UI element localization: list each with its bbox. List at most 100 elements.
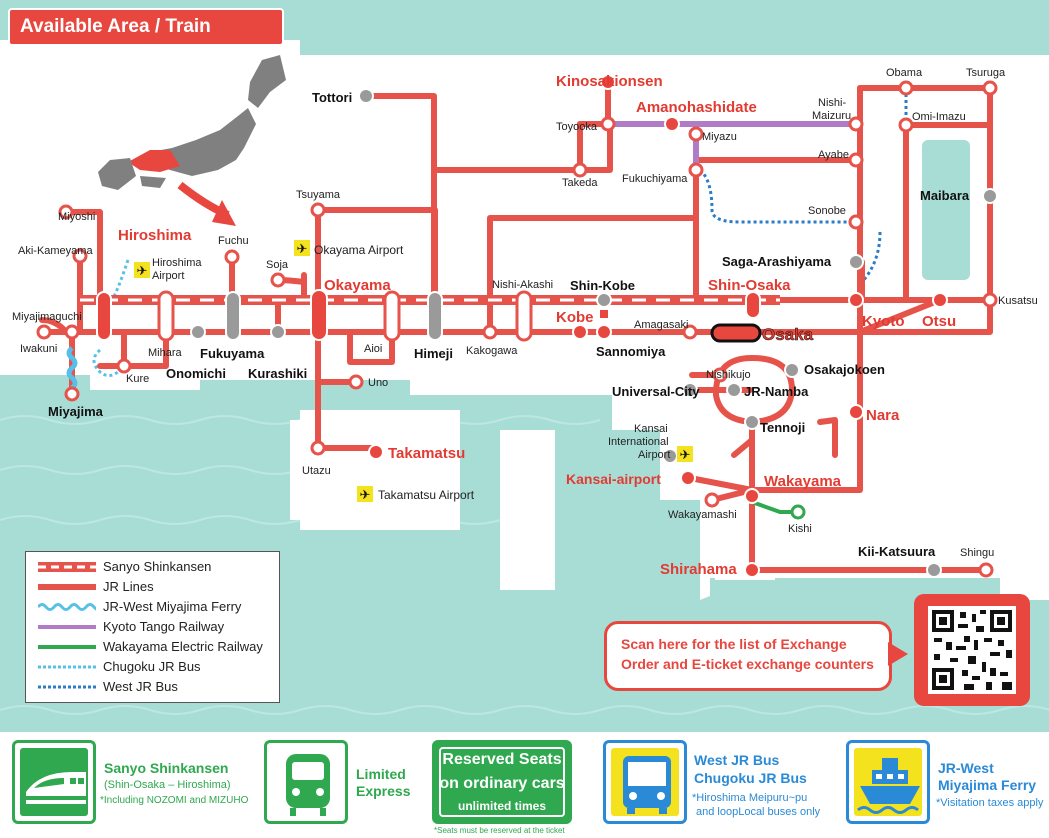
label-okayama-airport: Okayama Airport [314, 243, 404, 257]
label-kinosakionsen: Kinosakionsen [556, 73, 663, 90]
station-marker-okayama[interactable] [310, 289, 328, 341]
station-marker-kobe[interactable] [572, 324, 588, 340]
station-marker-sonobe[interactable] [848, 214, 864, 230]
station-marker-iwakuni[interactable] [36, 324, 52, 340]
station-marker-tennoji[interactable] [744, 414, 760, 430]
station-marker-saga-arashiyama[interactable] [848, 254, 864, 270]
station-marker-aki-kameyama[interactable] [72, 248, 88, 264]
legend-label: Sanyo Shinkansen [103, 559, 212, 574]
station-marker-takeda[interactable] [572, 162, 588, 178]
limited-express-feature-icon [264, 740, 348, 824]
station-marker-kansai-airport[interactable] [680, 470, 696, 486]
station-marker-universal-city[interactable] [682, 382, 698, 398]
station-marker-kurashiki[interactable] [270, 324, 286, 340]
station-marker-osaka[interactable] [710, 323, 762, 343]
label-uno: Uno [368, 377, 388, 389]
legend-label: JR-West Miyajima Ferry [103, 599, 242, 614]
legend-item-ferry: JR-West Miyajima Ferry [38, 598, 278, 616]
station-marker-himeji[interactable] [427, 291, 443, 341]
station-marker-tsuruga[interactable] [982, 80, 998, 96]
station-marker-onomichi[interactable] [190, 324, 206, 340]
station-marker-nishi-akashi-jr[interactable] [600, 310, 608, 318]
station-marker-maibara[interactable] [982, 188, 998, 204]
label-tsuruga: Tsuruga [966, 67, 1006, 79]
svg-text:✈: ✈ [680, 448, 691, 463]
station-marker-amagasaki[interactable] [682, 324, 698, 340]
airplane-icon: ✈ [134, 262, 150, 279]
label-osakajokoen: Osakajokoen [804, 362, 885, 377]
station-marker-kishi[interactable] [790, 504, 806, 520]
label-obama: Obama [886, 67, 923, 79]
label-shin-osaka: Shin-Osaka [708, 277, 791, 294]
station-marker-kinosakionsen[interactable] [600, 74, 616, 90]
station-marker-aioi[interactable] [383, 290, 401, 342]
label-soja: Soja [266, 259, 289, 271]
station-marker-shin-osaka[interactable] [745, 291, 761, 319]
station-marker-shin-kobe[interactable] [596, 292, 612, 308]
label-mihara: Mihara [148, 347, 183, 359]
label-miyajimaguchi: Miyajimaguchi [12, 311, 82, 323]
station-marker-miyazu[interactable] [688, 126, 704, 142]
station-marker-tottori[interactable] [358, 88, 374, 104]
station-marker-kakogawa[interactable] [482, 324, 498, 340]
station-marker-omi-imazu[interactable] [898, 117, 914, 133]
station-marker-tsuyama[interactable] [310, 202, 326, 218]
label-shingu: Shingu [960, 547, 994, 559]
qr-code-icon [928, 606, 1016, 694]
station-marker-kii-katsuura[interactable] [926, 562, 942, 578]
station-marker-amanohashidate[interactable] [664, 116, 680, 132]
station-marker-fukuchiyama[interactable] [688, 162, 704, 178]
shinkansen-feature-sub: (Shin-Osaka – Hiroshima) [104, 779, 231, 791]
station-marker-mihara[interactable] [157, 290, 175, 342]
station-marker-nara[interactable] [848, 404, 864, 420]
label-fukuchiyama: Fukuchiyama [622, 173, 688, 185]
station-marker-osakajokoen[interactable] [784, 362, 800, 378]
label-kakogawa: Kakogawa [466, 345, 518, 357]
label-kii-katsuura: Kii-Katsuura [858, 544, 936, 559]
label-aki-kameyama: Aki-Kameyama [18, 245, 93, 257]
station-marker-obama[interactable] [898, 80, 914, 96]
station-marker-jr-namba[interactable] [726, 382, 742, 398]
label-amagasaki: Amagasaki [634, 319, 688, 331]
label-universal-city: Universal-City [612, 384, 700, 399]
airplane-icon: ✈ [677, 446, 693, 463]
qr-code[interactable] [914, 594, 1030, 706]
land-areas [0, 40, 1049, 600]
station-marker-soja[interactable] [270, 272, 286, 288]
station-marker-kusatsu[interactable] [982, 292, 998, 308]
station-marker-wakayamashi[interactable] [704, 492, 720, 508]
limited-express-title-2: Express [356, 783, 411, 799]
station-marker-nishikujo[interactable] [712, 367, 728, 383]
station-marker-miyajimaguchi[interactable] [64, 324, 80, 340]
station-marker-uno[interactable] [348, 374, 364, 390]
station-marker-kyoto[interactable] [848, 292, 864, 308]
ferry-feature-icon [846, 740, 930, 824]
station-marker-takamatsu[interactable] [368, 444, 384, 460]
station-marker-nishi-maizuru[interactable] [848, 116, 864, 132]
station-marker-miyoshi[interactable] [58, 204, 74, 220]
station-marker-wakayama[interactable] [744, 488, 760, 504]
station-marker-toyooka[interactable] [600, 116, 616, 132]
station-marker-hiroshima[interactable] [96, 291, 112, 341]
station-marker-kure[interactable] [116, 358, 132, 374]
label-takamatsu-airport: Takamatsu Airport [378, 488, 475, 502]
station-marker-ayabe[interactable] [848, 152, 864, 168]
station-marker-fuchu[interactable] [224, 249, 240, 265]
station-marker-fukuyama[interactable] [225, 291, 241, 341]
station-marker-nishi-akashi[interactable] [515, 290, 533, 342]
label-shirahama: Shirahama [660, 561, 737, 578]
label-aioi: Aioi [364, 343, 382, 355]
station-marker-sannomiya[interactable] [596, 324, 612, 340]
legend-item-chugoku-bus: Chugoku JR Bus [38, 658, 278, 676]
label-toyooka: Toyooka [556, 121, 598, 133]
station-marker-otsu[interactable] [932, 292, 948, 308]
page-title: Available Area / Train Services [20, 16, 211, 71]
label-osaka: Osaka [762, 325, 814, 344]
station-marker-utazu[interactable] [310, 440, 326, 456]
station-marker-shirahama[interactable] [744, 562, 760, 578]
station-marker-miyajima[interactable] [64, 386, 80, 402]
station-marker-shingu[interactable] [978, 562, 994, 578]
label-kansai-airport: Kansai-airport [566, 471, 661, 487]
bus-feature-icon [603, 740, 687, 824]
ferry-feature-title-2: Miyajima Ferry [938, 777, 1037, 793]
